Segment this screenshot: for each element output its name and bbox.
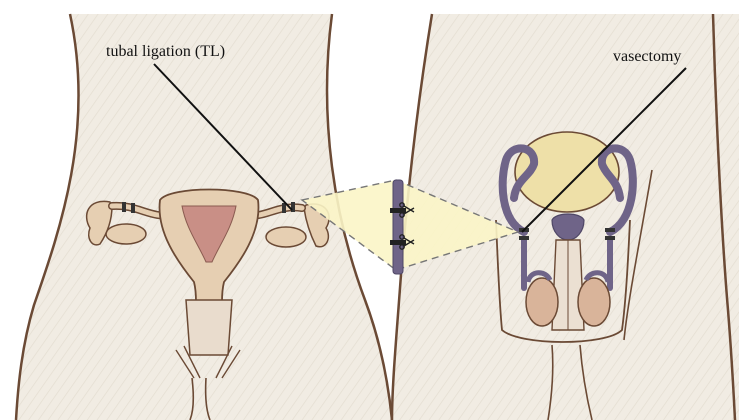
zoomed-duct xyxy=(393,180,403,274)
vasectomy-label: vasectomy xyxy=(613,49,681,65)
ovary-right xyxy=(266,227,306,247)
tubal-ligation-label: tubal ligation (TL) xyxy=(106,44,225,60)
testis-right xyxy=(578,278,610,326)
ovary-left xyxy=(106,224,146,244)
testis-left xyxy=(526,278,558,326)
vagina xyxy=(186,300,232,355)
